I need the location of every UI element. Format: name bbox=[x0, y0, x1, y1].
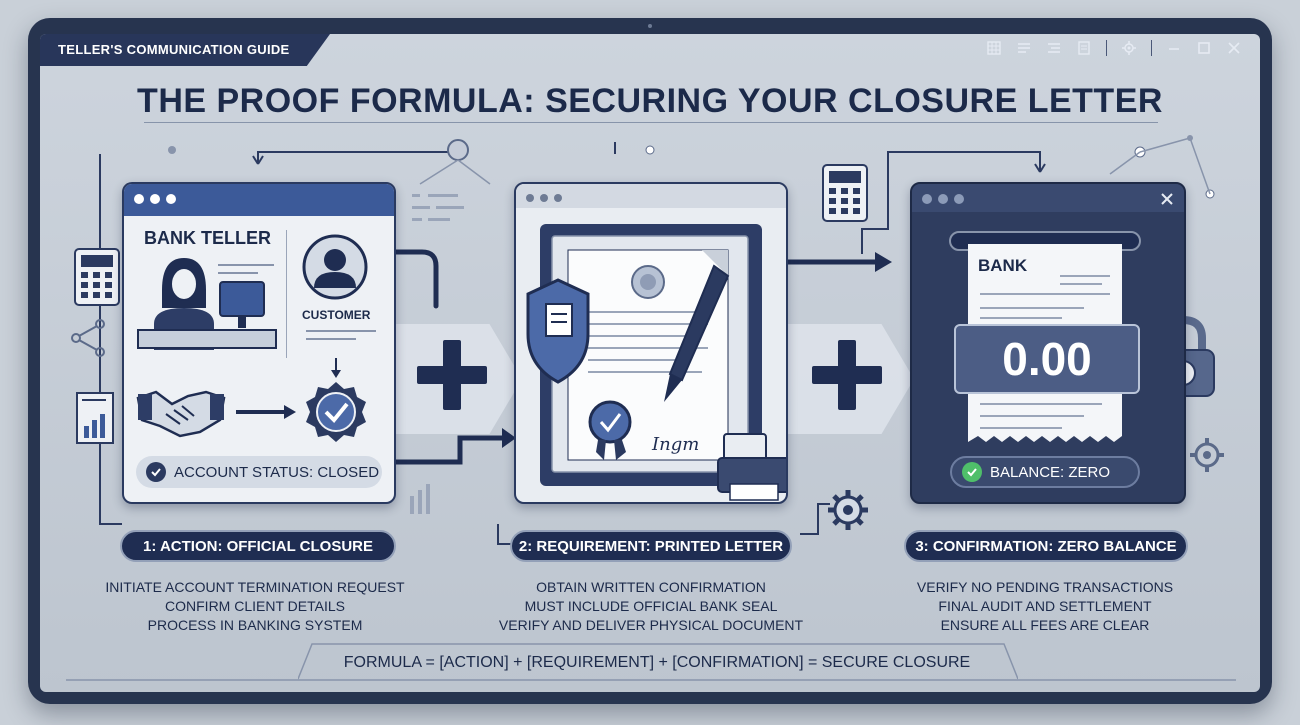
formula-frame bbox=[298, 643, 1018, 680]
sliders-icon[interactable] bbox=[1046, 40, 1062, 56]
description-line: FINAL AUDIT AND SETTLEMENT bbox=[938, 598, 1152, 614]
bank-teller-label: BANK TELLER bbox=[144, 228, 271, 248]
gear-icon[interactable] bbox=[1121, 40, 1137, 56]
description-line: INITIATE ACCOUNT TERMINATION REQUEST bbox=[105, 579, 405, 595]
balance-status-text: BALANCE: ZERO bbox=[990, 463, 1111, 481]
description-line: PROCESS IN BANKING SYSTEM bbox=[147, 617, 363, 633]
description-line: OBTAIN WRITTEN CONFIRMATION bbox=[536, 579, 766, 595]
window-dots bbox=[134, 194, 176, 204]
panel-divider bbox=[286, 230, 287, 358]
placeholder-lines bbox=[218, 264, 274, 274]
account-status-pill: ACCOUNT STATUS: CLOSED bbox=[136, 456, 382, 488]
gear-icon bbox=[828, 490, 868, 530]
handshake-icon bbox=[136, 390, 226, 438]
title-underline bbox=[144, 122, 1158, 123]
panel-requirement: Ingm bbox=[514, 182, 788, 504]
plus-icon bbox=[417, 340, 487, 410]
receipt-header: BANK bbox=[978, 256, 1028, 275]
signature-text: Ingm bbox=[652, 434, 700, 455]
grid-icon[interactable] bbox=[986, 40, 1002, 56]
screen: TELLER'S COMMUNICATION GUIDE THE PROOF F… bbox=[40, 34, 1260, 692]
formula-text: FORMULA = [ACTION] + [REQUIREMENT] + [CO… bbox=[343, 654, 971, 671]
description-line: VERIFY NO PENDING TRANSACTIONS bbox=[916, 579, 1174, 595]
panel-close-icon[interactable] bbox=[1160, 192, 1174, 206]
calculator-icon bbox=[74, 248, 120, 306]
maximize-icon[interactable] bbox=[1196, 40, 1212, 56]
window-toolbar bbox=[986, 40, 1242, 56]
down-arrow-icon bbox=[331, 358, 341, 378]
balance-status-pill: BALANCE: ZERO bbox=[950, 456, 1140, 488]
list-icon[interactable] bbox=[1016, 40, 1032, 56]
report-chart-icon bbox=[76, 392, 114, 444]
panel-action: BANK TELLER CUSTOMER bbox=[122, 182, 396, 504]
network-icon bbox=[71, 319, 105, 357]
description-line: CONFIRM CLIENT DETAILS bbox=[165, 598, 345, 614]
toolbar-separator bbox=[1151, 40, 1152, 56]
toolbar-separator bbox=[1106, 40, 1107, 56]
step-label-1: 1: ACTION: OFFICIAL CLOSURE bbox=[120, 530, 396, 562]
minimize-icon[interactable] bbox=[1166, 40, 1182, 56]
customer-label: CUSTOMER bbox=[302, 308, 371, 322]
step-label-3: 3: CONFIRMATION: ZERO BALANCE bbox=[904, 530, 1188, 562]
arrow-right-icon bbox=[236, 405, 296, 419]
window-dots bbox=[922, 194, 964, 204]
close-icon[interactable] bbox=[1226, 40, 1242, 56]
step-description-2: OBTAIN WRITTEN CONFIRMATION MUST INCLUDE… bbox=[476, 578, 826, 635]
guide-tab: TELLER'S COMMUNICATION GUIDE bbox=[40, 34, 330, 66]
balance-amount: 0.00 bbox=[954, 324, 1140, 394]
flow-connectors bbox=[99, 135, 1215, 545]
closure-letter-illustration bbox=[526, 235, 786, 501]
window-dots bbox=[526, 194, 562, 202]
approved-badge-icon bbox=[306, 382, 366, 442]
customer-avatar-icon bbox=[302, 234, 368, 300]
description-line: ENSURE ALL FEES ARE CLEAR bbox=[940, 617, 1150, 633]
step-label-2: 2: REQUIREMENT: PRINTED LETTER bbox=[510, 530, 792, 562]
monitor-bezel: TELLER'S COMMUNICATION GUIDE THE PROOF F… bbox=[28, 18, 1272, 704]
step-description-3: VERIFY NO PENDING TRANSACTIONS FINAL AUD… bbox=[870, 578, 1220, 635]
calculator-icon bbox=[822, 164, 868, 222]
document-icon[interactable] bbox=[1076, 40, 1092, 56]
formula-baseline bbox=[66, 679, 1236, 681]
guide-title: TELLER'S COMMUNICATION GUIDE bbox=[58, 42, 290, 57]
gear-icon bbox=[1190, 438, 1224, 472]
description-line: MUST INCLUDE OFFICIAL BANK SEAL bbox=[524, 598, 778, 614]
account-status-text: ACCOUNT STATUS: CLOSED bbox=[174, 463, 380, 481]
page-title: THE PROOF FORMULA: SECURING YOUR CLOSURE… bbox=[137, 82, 1163, 120]
bank-teller-illustration bbox=[137, 258, 277, 350]
check-icon bbox=[146, 462, 166, 482]
description-line: VERIFY AND DELIVER PHYSICAL DOCUMENT bbox=[498, 617, 804, 633]
check-icon bbox=[962, 462, 982, 482]
placeholder-lines bbox=[306, 330, 376, 340]
step-description-1: INITIATE ACCOUNT TERMINATION REQUEST CON… bbox=[80, 578, 430, 635]
camera-dot bbox=[648, 24, 652, 28]
plus-icon bbox=[812, 340, 882, 410]
panel-confirmation: BANK 0.00 BALANCE: ZERO bbox=[910, 182, 1186, 504]
